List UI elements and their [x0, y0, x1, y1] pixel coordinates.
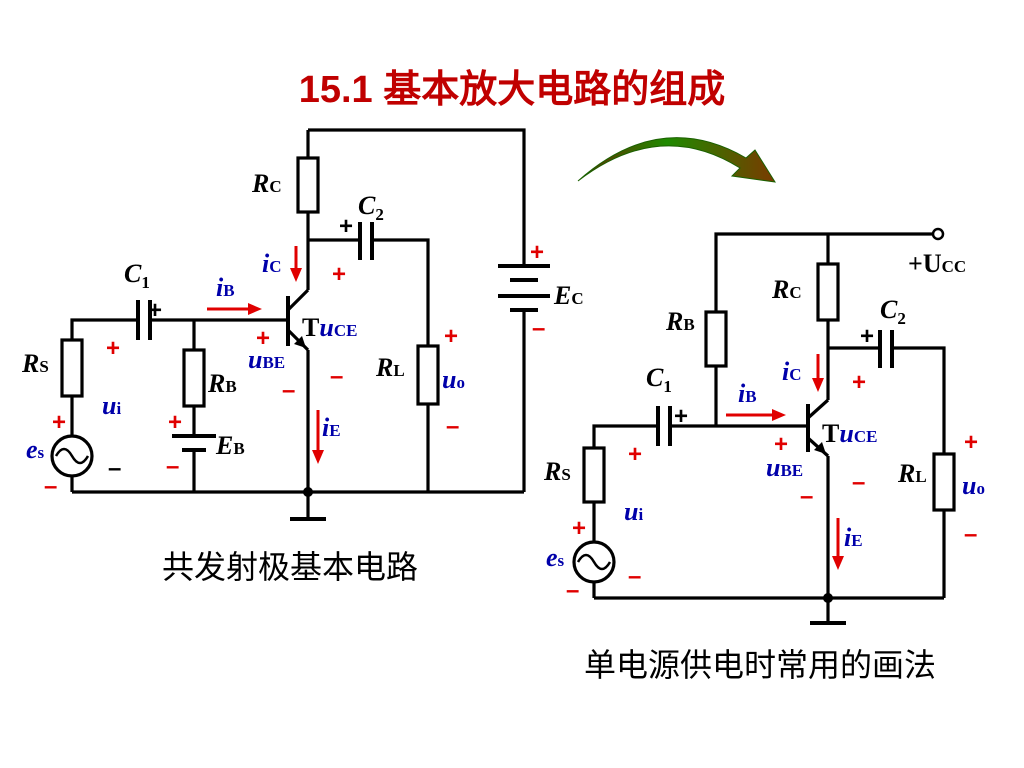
sign-uce-minus-left: – — [330, 363, 343, 390]
label-rb-left: RB — [207, 369, 237, 398]
sign-uo-minus-left: – — [446, 413, 459, 440]
sign-eb-minus: – — [166, 453, 179, 480]
slide-title: 15.1 基本放大电路的组成 — [299, 69, 726, 111]
label-ube-left: uBE — [248, 345, 285, 374]
label-c2-right: C2 — [880, 295, 906, 328]
right-circuit — [572, 227, 956, 625]
label-t-uce-right: TuCE — [822, 419, 877, 448]
resistor-rc-right — [816, 262, 840, 322]
label-ib-right: iB — [738, 379, 757, 408]
sign-ube-plus-right: + — [774, 431, 788, 458]
label-es-left: es — [26, 435, 45, 464]
resistor-rb-right — [704, 310, 728, 368]
label-ib-left: iB — [216, 273, 235, 302]
label-rb-right: RB — [665, 307, 695, 336]
sign-uo-plus-right: + — [964, 429, 978, 456]
resistor-rl-right — [932, 452, 956, 512]
label-rc-right: RC — [771, 275, 802, 304]
sign-es-plus-right: + — [572, 515, 586, 542]
label-c1-right: C1 — [646, 363, 672, 396]
resistor-rs-left — [60, 338, 84, 398]
resistor-rc-left — [296, 156, 320, 214]
label-eb-left: EB — [215, 431, 245, 460]
label-es-right: es — [546, 543, 565, 572]
sign-ec-plus: + — [530, 239, 544, 266]
caption-left: 共发射极基本电路 — [162, 548, 418, 586]
left-labels: RC C2 iC C1 iB TuCE uBE RS RB RL uo ui i… — [21, 169, 584, 500]
label-rs-right: RS — [543, 457, 571, 486]
sign-c1-plus-left: + — [148, 297, 162, 324]
sign-ube-plus-left: + — [256, 325, 270, 352]
sign-es-minus-right: – — [566, 577, 579, 604]
resistor-rl-left — [416, 344, 440, 406]
label-ic-right: iC — [782, 357, 802, 386]
label-ec-left: EC — [553, 281, 584, 310]
sign-ui-minus-right: – — [628, 563, 641, 590]
sign-ube-minus-right: – — [800, 483, 813, 510]
label-rc-left: RC — [251, 169, 282, 198]
sign-es-minus-left: – — [44, 473, 57, 500]
label-ube-right: uBE — [766, 453, 803, 482]
sign-c1-plus-right: + — [674, 403, 688, 430]
sign-ube-minus-left: – — [282, 377, 295, 404]
sign-es-plus-left: + — [52, 409, 66, 436]
sign-c2-plus-right: + — [860, 323, 874, 350]
label-ie-right: iE — [844, 523, 863, 552]
sign-uo-minus-right: – — [964, 521, 977, 548]
sign-ui-plus-left: + — [106, 335, 120, 362]
right-labels: +UCC RC C2 RB iC C1 iB TuCE uBE RS RL uo… — [543, 249, 985, 604]
label-uo-left: uo — [442, 365, 465, 394]
sign-uo-plus-left: + — [444, 323, 458, 350]
sign-ec-minus: – — [532, 315, 545, 342]
label-ic-left: iC — [262, 249, 282, 278]
label-ucc: +UCC — [908, 249, 966, 278]
label-rs-left: RS — [21, 349, 49, 378]
label-c1-left: C1 — [124, 259, 150, 292]
caption-right: 单电源供电时常用的画法 — [584, 646, 936, 684]
left-circuit — [50, 128, 550, 521]
sign-uce-plus-left: + — [332, 261, 346, 288]
label-c2-left: C2 — [358, 191, 384, 224]
sign-ui-minus-left: – — [108, 455, 121, 482]
sign-uce-plus-right: + — [852, 369, 866, 396]
supply-terminal — [931, 227, 945, 241]
label-rl-left: RL — [375, 353, 405, 382]
label-t-uce-left: TuCE — [302, 313, 357, 342]
sign-uce-minus-right: – — [852, 469, 865, 496]
label-rl-right: RL — [897, 459, 927, 488]
label-ui-right: ui — [624, 497, 643, 526]
resistor-rb-left — [182, 348, 206, 408]
label-ie-left: iE — [322, 413, 341, 442]
sign-c2-plus-left: + — [339, 213, 353, 240]
sign-ui-plus-right: + — [628, 441, 642, 468]
resistor-rs-right — [582, 446, 606, 504]
label-ui-left: ui — [102, 391, 121, 420]
sign-eb-plus: + — [168, 409, 182, 436]
transform-arrow-icon — [577, 137, 776, 183]
label-uo-right: uo — [962, 471, 985, 500]
